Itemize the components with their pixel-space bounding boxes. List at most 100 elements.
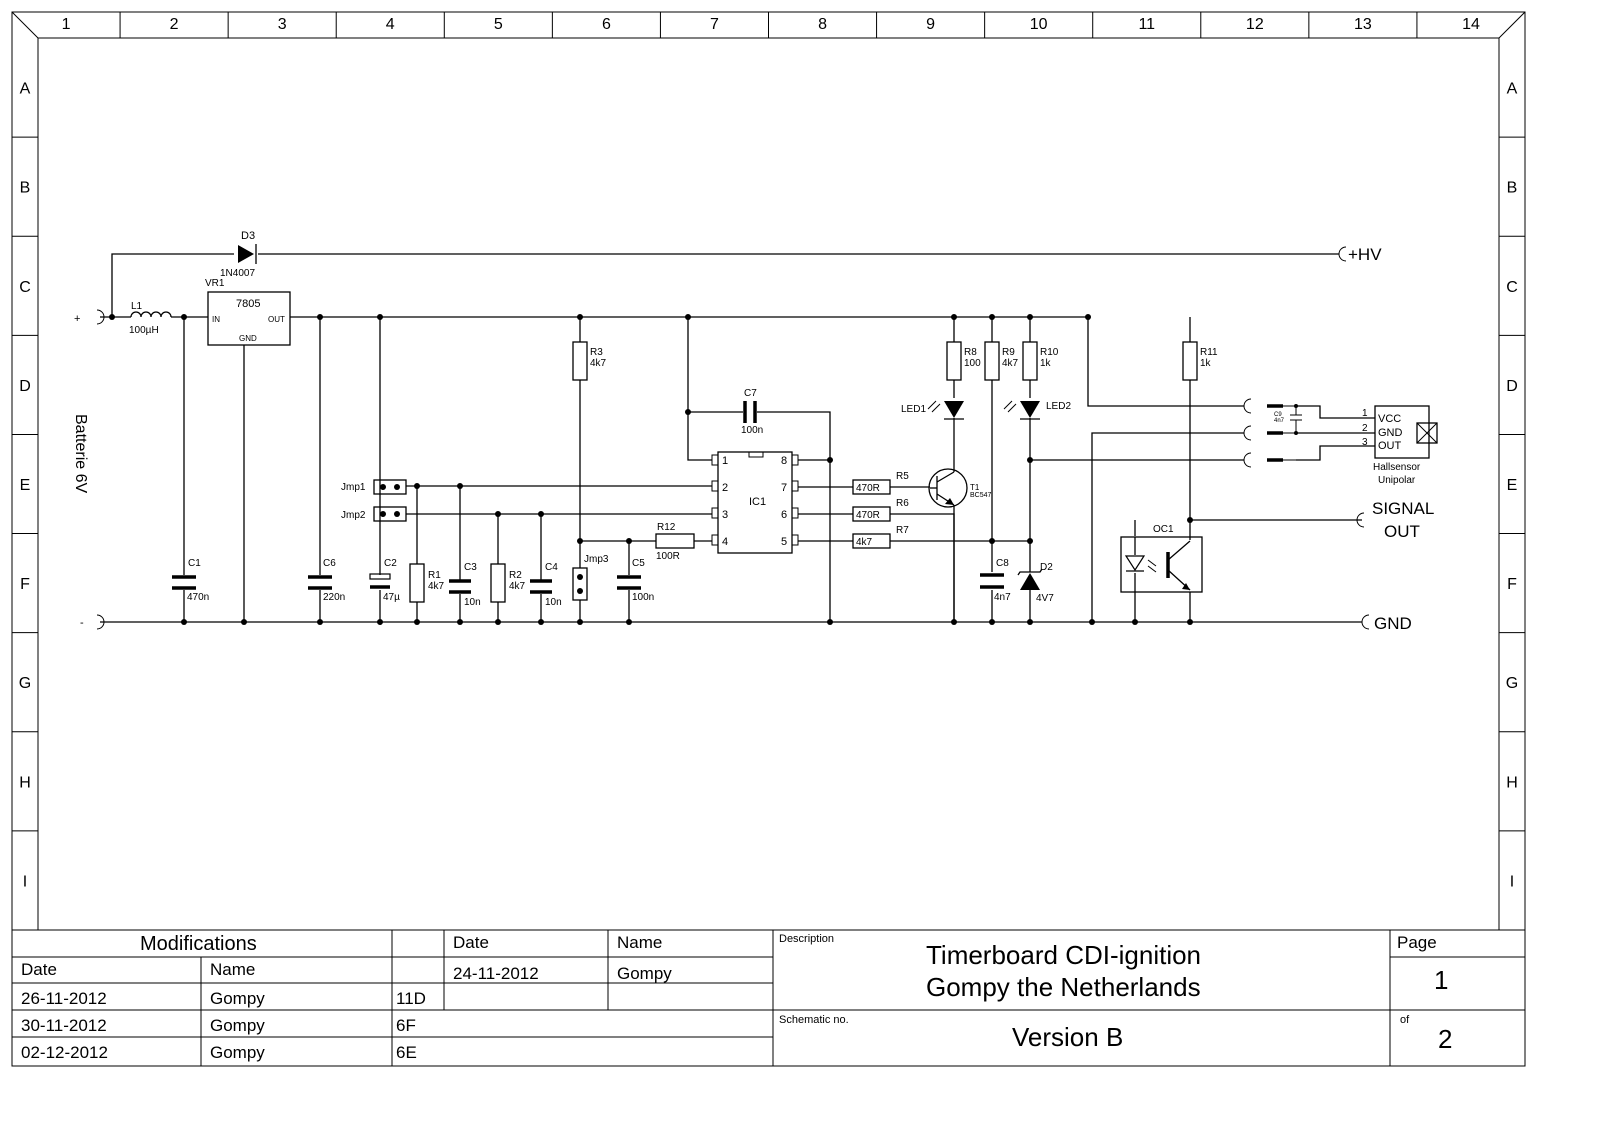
inductor-l1: L1 100µH: [129, 301, 172, 336]
vr1-out: OUT: [268, 315, 285, 324]
c2-name: C2: [384, 558, 397, 569]
vr1-value: 7805: [236, 298, 260, 310]
r7-name: R7: [896, 525, 909, 536]
ic1-pin6: 6: [781, 509, 787, 521]
row-label-left-B: B: [20, 180, 31, 197]
row-label-right-B: B: [1507, 180, 1518, 197]
mod-2-ref: 6F: [396, 1016, 416, 1035]
led2-label: LED2: [1046, 401, 1071, 412]
c4-name: C4: [545, 562, 558, 573]
led-led2: LED2: [1003, 400, 1071, 420]
hv-label: +HV: [1348, 245, 1382, 264]
resistor-r6: 470R R6: [852, 498, 909, 522]
c6-name: C6: [323, 558, 336, 569]
t1-name: T1: [970, 483, 980, 492]
hall-gnd: GND: [1378, 427, 1403, 439]
ic1-pin2: 2: [722, 482, 728, 494]
title-line-2: Gompy the Netherlands: [926, 972, 1201, 1002]
r11-value: 1k: [1200, 358, 1212, 369]
resistor-r5: 470R R5: [852, 471, 909, 495]
resistor-r12: R12 100R: [655, 522, 695, 562]
hall-subtitle: Unipolar: [1378, 475, 1416, 486]
r3-name: R3: [590, 347, 603, 358]
out-label: OUT: [1384, 522, 1420, 541]
column-label-12: 12: [1246, 16, 1264, 33]
page-label: Page: [1397, 933, 1437, 952]
vr1-in: IN: [212, 315, 220, 324]
mod-3-date: 02-12-2012: [21, 1043, 108, 1062]
led1-label: LED1: [901, 404, 926, 415]
r9-name: R9: [1002, 347, 1015, 358]
mod-date-header: Date: [21, 960, 57, 979]
ic1-pin5: 5: [781, 536, 787, 548]
ic1-pin7: 7: [781, 482, 787, 494]
c7-name: C7: [744, 388, 757, 399]
zener-d2: D2 4V7: [1017, 562, 1054, 604]
resistor-r2: R2 4k7: [490, 563, 526, 603]
mod-3-ref: 6E: [396, 1043, 417, 1062]
ic1-pin1: 1: [722, 455, 728, 467]
r11-name: R11: [1200, 347, 1218, 358]
hall-pin1: 1: [1362, 408, 1368, 419]
column-label-6: 6: [602, 16, 611, 33]
r8-name: R8: [964, 347, 977, 358]
ic-ic1: 1 2 3 4 8 7 6 5 IC1: [711, 451, 799, 554]
resistor-r9: R9 4k7: [984, 341, 1019, 381]
minus-label: -: [80, 617, 84, 629]
row-label-right-A: A: [1507, 81, 1518, 98]
name-header: Name: [617, 933, 662, 952]
column-label-14: 14: [1462, 16, 1480, 33]
mod-2-name: Gompy: [210, 1016, 265, 1035]
capacitor-c6: C6 220n: [308, 558, 345, 603]
r12-name: R12: [657, 522, 676, 533]
r10-value: 1k: [1040, 358, 1052, 369]
resistor-r7: 4k7 R7: [852, 525, 909, 549]
terminal-minus: -: [80, 614, 105, 630]
c5-value: 100n: [632, 592, 654, 603]
c3-value: 10n: [464, 597, 481, 608]
date-header: Date: [453, 933, 489, 952]
capacitor-c2: C2 47µ: [369, 558, 400, 603]
r1-name: R1: [428, 570, 441, 581]
hall-pin3: 3: [1362, 437, 1368, 448]
column-label-9: 9: [926, 16, 935, 33]
capacitor-c3: C3 10n: [449, 562, 481, 608]
l1-value: 100µH: [129, 325, 159, 336]
capacitor-c7: C7 100n: [741, 388, 763, 436]
row-label-right-E: E: [1507, 477, 1518, 494]
resistor-r11: R11 1k: [1182, 341, 1218, 381]
jmp3-label: Jmp3: [584, 554, 609, 565]
row-label-left-G: G: [19, 675, 31, 692]
row-label-left-A: A: [20, 81, 31, 98]
r12-value: 100R: [656, 551, 680, 562]
drawing-date: 24-11-2012: [453, 964, 539, 983]
schematic-no-label: Schematic no.: [779, 1014, 849, 1026]
junctions: [109, 314, 1193, 625]
d3-value: 1N4007: [220, 268, 255, 279]
c9-value: 4n7: [1274, 418, 1285, 424]
total-pages: 2: [1438, 1024, 1452, 1054]
c8-value: 4n7: [994, 592, 1011, 603]
row-label-left-C: C: [19, 279, 31, 296]
column-label-5: 5: [494, 16, 503, 33]
column-label-2: 2: [170, 16, 179, 33]
r2-name: R2: [509, 570, 522, 581]
terminal-hv: +HV: [1338, 245, 1382, 264]
r5-name: R5: [896, 471, 909, 482]
diode-d3: D3 1N4007: [220, 230, 257, 279]
mod-3-name: Gompy: [210, 1043, 265, 1062]
c4-value: 10n: [545, 597, 562, 608]
r1-value: 4k7: [428, 581, 445, 592]
c8-name: C8: [996, 558, 1009, 569]
r5-value: 470R: [856, 483, 880, 494]
r9-value: 4k7: [1002, 358, 1019, 369]
jmp1-label: Jmp1: [341, 482, 366, 493]
capacitor-c1: C1 470n: [172, 558, 209, 603]
c1-name: C1: [188, 558, 201, 569]
version-label: Version B: [1012, 1022, 1123, 1052]
column-label-13: 13: [1354, 16, 1372, 33]
hall-vcc: VCC: [1378, 413, 1401, 425]
r3-value: 4k7: [590, 358, 607, 369]
column-label-7: 7: [710, 16, 719, 33]
